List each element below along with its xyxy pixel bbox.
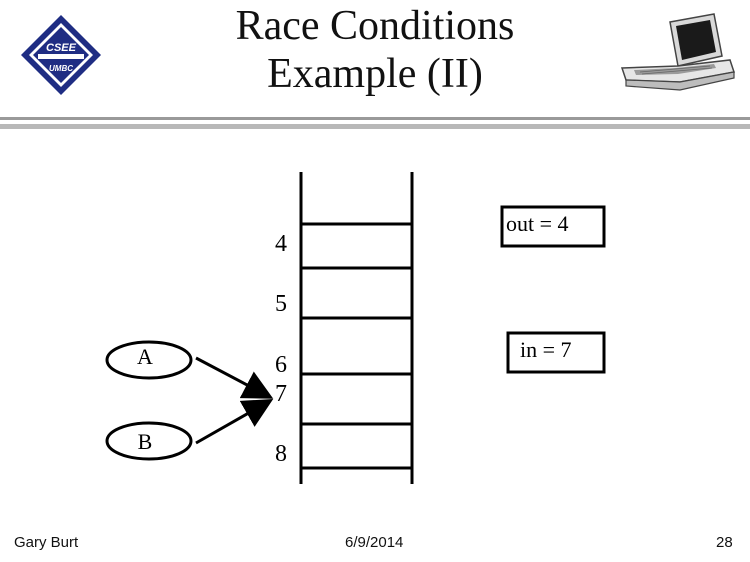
slot-label-8: 8 [275,441,287,467]
process-b-label: B [138,429,153,454]
arrow-a-to-slot [195,356,274,399]
in-variable-label: in = 7 [520,337,572,362]
in-variable-box [506,331,606,374]
process-a-ellipse [105,340,193,380]
out-variable-box [500,205,606,248]
arrow-b-to-slot [195,399,274,445]
footer-author: Gary Burt [14,534,79,551]
process-b-ellipse [105,421,193,461]
title-line-1: Race Conditions [235,3,515,49]
slot-label-7: 7 [275,381,287,407]
footer-date: 6/9/2014 [345,534,404,551]
slide-title: Race Conditions Example (II) [0,2,750,98]
title-divider [0,117,750,120]
title-line-2: Example (II) [267,51,483,97]
slot-label-4: 4 [275,231,287,257]
out-variable-label: out = 4 [506,211,569,236]
logo-org: UMBC [49,64,73,73]
footer-page-number: 28 [716,534,733,551]
slot-label-5: 5 [275,291,287,317]
laptop-icon [620,13,735,91]
title-divider-secondary [0,124,750,129]
process-a-label: A [137,344,153,369]
csee-umbc-logo: CSEE UMBC [21,15,101,95]
slot-label-6: 6 [275,352,287,378]
logo-name: CSEE [46,42,77,54]
